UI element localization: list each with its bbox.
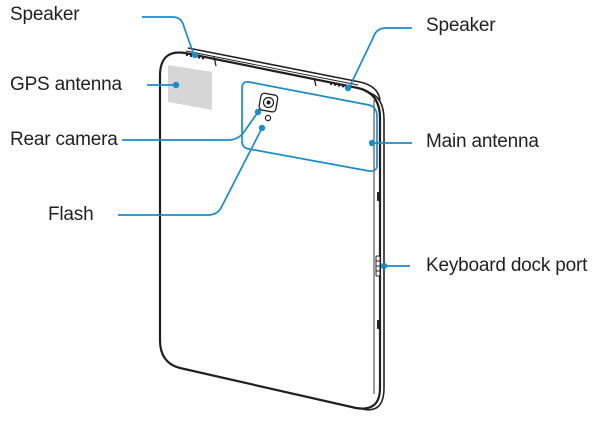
label-rear-camera: Rear camera	[10, 129, 118, 150]
rear-camera	[258, 92, 279, 113]
label-flash: Flash	[48, 204, 94, 225]
label-speaker-right: Speaker	[426, 15, 496, 36]
camera-lens-outer	[262, 96, 275, 109]
flash-led	[264, 114, 272, 122]
label-speaker-left: Speaker	[10, 4, 80, 25]
leader-dots	[172, 51, 388, 270]
leader-speaker-right	[348, 27, 412, 89]
camera-lens-inner	[266, 100, 271, 105]
side-button-lower	[377, 320, 380, 329]
dot-keyboard-dock	[380, 262, 388, 270]
leader-rear-camera	[122, 111, 259, 141]
tablet-top-inner-line	[185, 50, 359, 86]
dot-rear-camera	[254, 108, 262, 116]
dot-main-antenna	[368, 139, 376, 147]
dot-flash	[258, 124, 266, 132]
main-antenna-area	[241, 81, 378, 172]
dot-gps-antenna	[172, 81, 180, 89]
tablet-back-outline	[158, 51, 382, 410]
dot-speaker-right	[344, 84, 352, 92]
gps-antenna-area	[168, 65, 212, 110]
top-split-line-left	[213, 56, 217, 67]
dot-speaker-left	[191, 51, 199, 59]
label-main-antenna: Main antenna	[426, 131, 539, 152]
side-buttons	[377, 192, 380, 329]
leader-flash	[118, 127, 263, 216]
leader-lines	[118, 16, 412, 267]
keyboard-dock-port	[375, 255, 381, 277]
side-button-upper	[377, 192, 380, 201]
label-keyboard-dock-port: Keyboard dock port	[426, 255, 588, 276]
tablet-body	[158, 47, 385, 411]
leader-speaker-left	[142, 16, 195, 56]
tablet-top-edge	[187, 47, 381, 101]
label-gps-antenna: GPS antenna	[10, 74, 122, 95]
tablet-side-edge	[361, 91, 385, 411]
top-split-line-right	[313, 77, 317, 87]
